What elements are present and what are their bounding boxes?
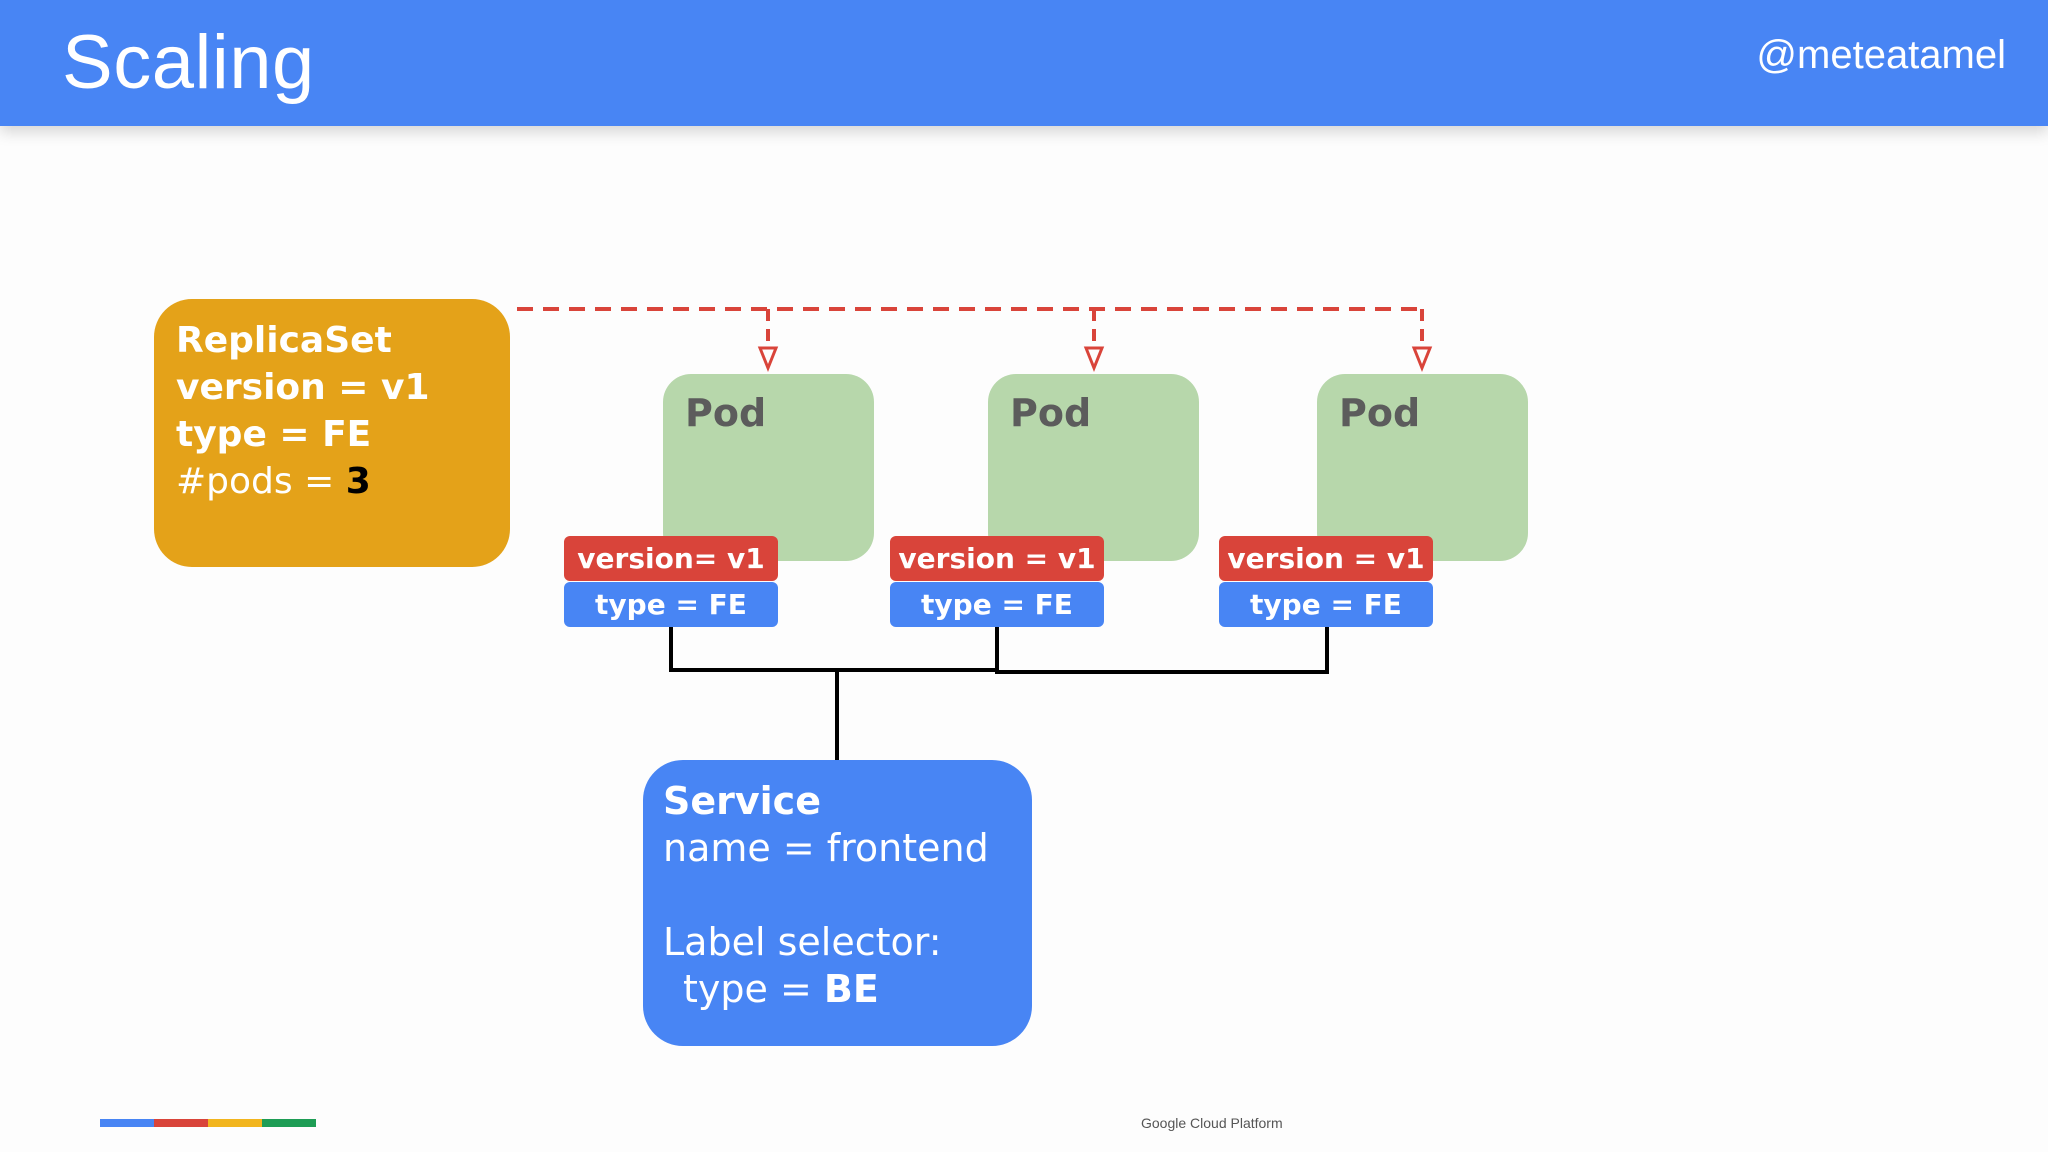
- selector-line-pod-1: [669, 627, 997, 672]
- pod-2-type-label: type = FE: [890, 582, 1104, 627]
- replicaset-title: ReplicaSet: [176, 320, 392, 361]
- pod-1-version-label: version= v1: [564, 536, 778, 581]
- pod-3-type-label: type = FE: [1219, 582, 1433, 627]
- replicaset-type: type = FE: [176, 414, 372, 455]
- brand-stripe-red: [154, 1119, 208, 1127]
- brand-stripe-green: [262, 1119, 316, 1127]
- pod-2-title: Pod: [1010, 391, 1092, 435]
- arrowhead-pod-3: [1411, 346, 1433, 373]
- arrowhead-pod-1: [757, 346, 779, 373]
- service-name: name = frontend: [663, 826, 989, 870]
- replicaset-pods: #pods = 3: [176, 458, 488, 505]
- slide-title: Scaling: [62, 20, 315, 105]
- footer-brand-text: Google Cloud Platform: [1141, 1115, 1283, 1131]
- selector-value: BE: [823, 967, 879, 1011]
- pod-1-type-label: type = FE: [564, 582, 778, 627]
- author-handle: @meteatamel: [1756, 33, 2006, 77]
- selector-line-pod-2: [995, 627, 1329, 674]
- brand-stripe-blue: [100, 1119, 154, 1127]
- selector-key: type =: [683, 967, 824, 1011]
- arrowhead-pod-2: [1083, 346, 1105, 373]
- brand-stripe-yellow: [208, 1119, 262, 1127]
- service-box: Service name = frontend Label selector: …: [643, 760, 1032, 1046]
- pod-1-title: Pod: [685, 391, 767, 435]
- service-selector: type = BE: [663, 966, 1012, 1013]
- service-selector-lines: [669, 627, 1329, 760]
- pod-3-version-label: version = v1: [1219, 536, 1433, 581]
- pod-3-title: Pod: [1339, 391, 1421, 435]
- pod-3: Pod: [1317, 374, 1528, 561]
- brand-color-bar: [100, 1119, 316, 1127]
- pods-value: 3: [345, 461, 371, 502]
- replicaset-box: ReplicaSet version = v1 type = FE #pods …: [154, 299, 510, 567]
- replicaset-version: version = v1: [176, 367, 430, 408]
- service-selector-heading: Label selector:: [663, 920, 942, 964]
- pods-key: #pods =: [176, 461, 346, 502]
- pod-2: Pod: [988, 374, 1199, 561]
- service-spacer: [663, 872, 1012, 919]
- replicaset-to-pods-arrows: [517, 307, 1433, 373]
- header-bar: Scaling @meteatamel: [0, 0, 2048, 126]
- pod-2-version-label: version = v1: [890, 536, 1104, 581]
- service-title: Service: [663, 779, 821, 823]
- pod-1: Pod: [663, 374, 874, 561]
